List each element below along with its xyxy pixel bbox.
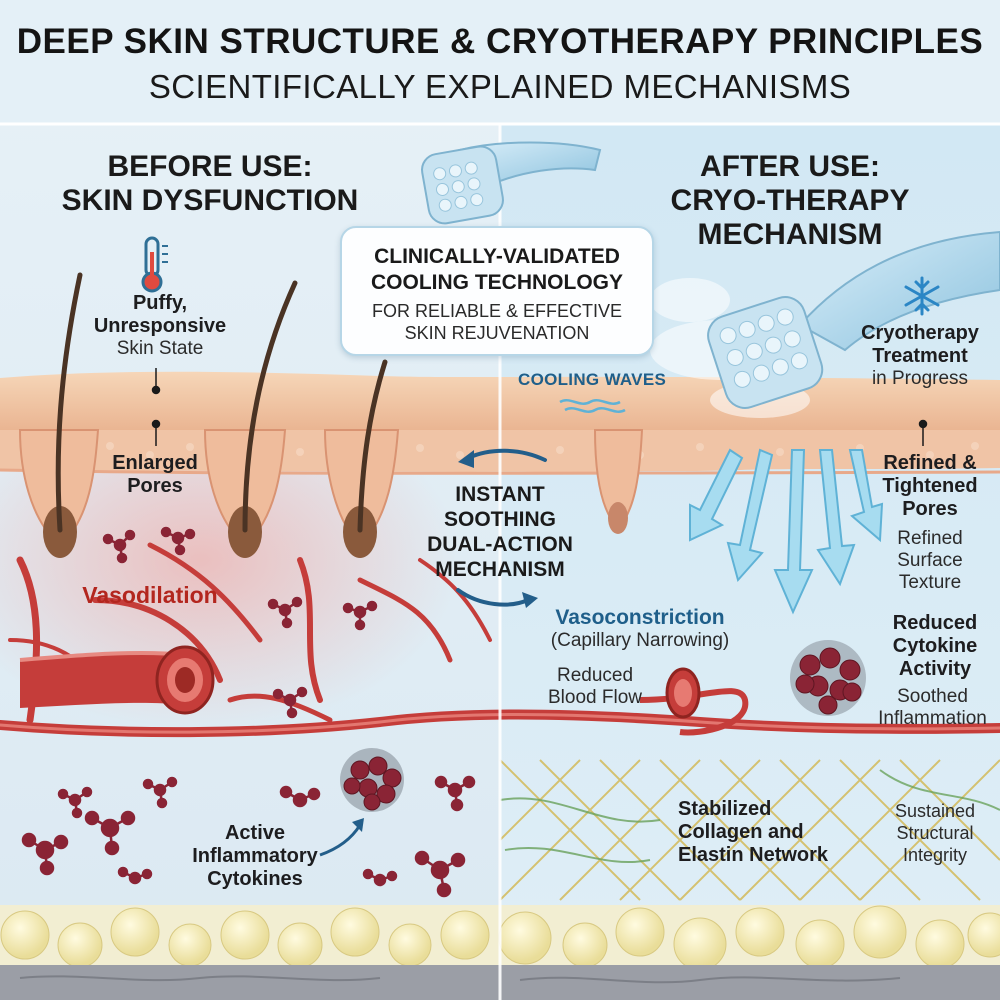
reduced-blood-flow-label: Reduced Blood Flow — [530, 665, 660, 709]
page-title: DEEP SKIN STRUCTURE & CRYOTHERAPY PRINCI… — [16, 22, 984, 61]
refined-sub3: Texture — [898, 572, 962, 593]
after-heading-line3: MECHANISM — [697, 218, 883, 251]
puffy-label: Puffy, Unresponsive Skin State — [70, 292, 250, 360]
refined-line2: Tightened — [882, 475, 978, 497]
callout-line3: FOR RELIABLE & EFFECTIVE — [371, 301, 623, 321]
blood-line2: Blood Flow — [548, 687, 642, 708]
cytokines-line1: Active — [224, 822, 286, 844]
cytokine-cluster-left — [340, 748, 404, 812]
cryo-line1: Cryotherapy — [861, 322, 979, 344]
callout-subtitle: FOR RELIABLE & EFFECTIVE SKIN REJUVENATI… — [342, 300, 652, 344]
clinically-validated-callout: CLINICALLY-VALIDATED COOLING TECHNOLOGY … — [340, 226, 654, 356]
blood-line1: Reduced — [556, 665, 634, 686]
page-subtitle: SCIENTIFICALLY EXPLAINED MECHANISMS — [148, 68, 852, 105]
thermometer-icon — [141, 236, 168, 293]
sustained-line3: Integrity — [902, 845, 968, 865]
cytokine-molecules — [21, 526, 476, 898]
puffy-title1: Puffy, — [132, 292, 188, 314]
sustained-label: Sustained Structural Integrity — [870, 800, 1000, 866]
mech-line3: DUAL-ACTION — [427, 533, 573, 556]
vasoconstriction-label: Vasoconstriction (Capillary Narrowing) — [520, 605, 760, 652]
callout-line1: CLINICALLY-VALIDATED — [374, 245, 620, 268]
dual-action-arrows — [456, 448, 547, 607]
cytokines-line3: Cytokines — [207, 868, 303, 890]
cytokines-line2: Inflammatory — [192, 845, 318, 867]
soothed-line1: Soothed — [897, 686, 968, 707]
enlarged-pores-label: Enlarged Pores — [80, 452, 230, 498]
ice-roller-small-icon — [421, 141, 602, 225]
rc-line2: Cytokine — [892, 635, 978, 657]
after-heading-line2: CRYO-THERAPY — [670, 184, 910, 217]
cooling-wave-lines — [559, 399, 626, 413]
active-cytokines-label: Active Inflammatory Cytokines — [170, 822, 340, 891]
refined-pores-label: Refined & Tightened Pores — [860, 452, 1000, 521]
refined-line1: Refined & — [883, 452, 977, 474]
before-heading-line1: BEFORE USE: — [107, 150, 313, 183]
collagen-line2: Collagen and — [678, 821, 804, 843]
cytokine-cluster-right — [790, 640, 866, 716]
cooling-waves-label: COOLING WAVES — [518, 370, 667, 389]
soothed-label: Soothed Inflammation — [865, 686, 1000, 730]
refined-sub1: Refined — [897, 528, 963, 549]
sustained-line2: Structural — [896, 823, 974, 843]
mech-line4: MECHANISM — [435, 558, 565, 581]
soothed-line2: Inflammation — [878, 708, 987, 729]
after-heading-line1: AFTER USE: — [700, 150, 880, 183]
refined-texture-label: Refined Surface Texture — [870, 528, 990, 594]
callout-line4: SKIN REJUVENATION — [404, 323, 590, 343]
puffy-sub: Skin State — [116, 338, 204, 359]
mech-line2: SOOTHING — [443, 508, 556, 531]
vaso-sub: (Capillary Narrowing) — [550, 630, 730, 651]
ice-roller-icon — [707, 230, 1000, 409]
callout-title: CLINICALLY-VALIDATED COOLING TECHNOLOGY — [342, 244, 652, 296]
vaso-title: Vasoconstriction — [555, 606, 725, 629]
collagen-label: Stabilized Collagen and Elastin Network — [678, 798, 878, 867]
cooling-arrows — [689, 448, 884, 615]
dual-action-label: INSTANT SOOTHING DUAL-ACTION MECHANISM — [410, 482, 590, 582]
hairs — [55, 272, 388, 533]
cryotherapy-label: Cryotherapy Treatment in Progress — [840, 322, 1000, 390]
puffy-title2: Unresponsive — [93, 315, 227, 337]
dilated-vessel-tube — [19, 645, 215, 715]
rc-line3: Activity — [898, 658, 972, 680]
snowflake-icon — [904, 276, 940, 316]
sustained-line1: Sustained — [894, 801, 976, 821]
vasodilation-label: Vasodilation — [82, 582, 218, 608]
collagen-line1: Stabilized — [678, 798, 772, 820]
enlarged-pores-line1: Enlarged — [112, 452, 198, 474]
after-heading: AFTER USE: CRYO-THERAPY MECHANISM — [640, 150, 940, 252]
refined-line3: Pores — [902, 498, 958, 520]
cryo-line2: Treatment — [872, 345, 968, 367]
callout-line2: COOLING TECHNOLOGY — [371, 271, 623, 294]
rc-line1: Reduced — [892, 612, 978, 634]
collagen-network — [499, 759, 1000, 901]
leader-lines — [151, 368, 928, 446]
refined-sub2: Surface — [897, 550, 963, 571]
cryo-sub: in Progress — [871, 368, 969, 389]
enlarged-pores-line2: Pores — [127, 475, 183, 497]
reduced-cytokine-label: Reduced Cytokine Activity — [870, 612, 1000, 681]
constricted-vessel — [639, 667, 749, 736]
before-heading-line2: SKIN DYSFUNCTION — [61, 184, 359, 217]
mech-line1: INSTANT — [455, 483, 545, 506]
collagen-line3: Elastin Network — [678, 844, 829, 866]
before-heading: BEFORE USE: SKIN DYSFUNCTION — [40, 150, 380, 218]
